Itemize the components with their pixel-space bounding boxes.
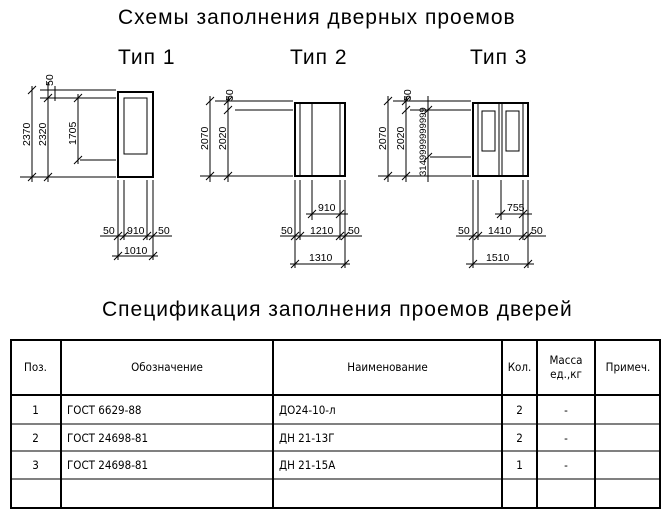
dim-type1-left: 50 [103, 225, 115, 237]
dim-type2-width: 1210 [310, 225, 334, 237]
type-2-label: Тип 2 [290, 46, 348, 69]
dim-type1-inner-h: 2320 [37, 122, 49, 146]
header-qty: Кол. [507, 360, 532, 374]
row3-note [595, 451, 661, 479]
type-1-scheme [20, 82, 172, 261]
dim-type1-top: 50 [44, 74, 56, 86]
header-note: Примеч. [605, 360, 651, 374]
dim-type3-total-w: 1510 [486, 252, 510, 264]
row2-qty: 2 [516, 430, 523, 445]
drawing-title: Схемы заполнения дверных проемов [118, 6, 516, 29]
dim-type3-width: 1410 [488, 225, 512, 237]
row1-name: ДО24-10-л [279, 402, 336, 417]
header-mass-line2: ед.,кг [550, 367, 582, 381]
row2-pos: 2 [32, 430, 39, 445]
row3-name: ДН 21-15А [279, 458, 336, 472]
row2-name: ДН 21-13Г [279, 430, 335, 445]
row1-qty: 2 [516, 402, 523, 417]
spec-title: Спецификация заполнения проемов дверей [102, 298, 573, 321]
dim-type3-right: 50 [531, 225, 543, 237]
row1-note [595, 395, 661, 424]
dim-type1-total-h: 2370 [21, 122, 33, 146]
dim-type3-top: 50 [402, 89, 414, 101]
row2-mass: - [564, 430, 568, 445]
row2-note [595, 424, 661, 451]
type-3-scheme [378, 96, 546, 269]
dim-type1-right: 50 [158, 225, 170, 237]
dim-type1-width: 910 [127, 225, 145, 237]
header-mass: Масса ед.,кг [537, 339, 595, 395]
type-1-label: Тип 1 [118, 46, 176, 69]
dim-type1-total-w: 1010 [124, 245, 148, 257]
type-2-scheme [200, 96, 362, 269]
door-schemes-drawing: 2370 2320 50 1705 50 910 50 1010 2070 20… [20, 74, 546, 269]
spec-table-grid [10, 339, 661, 509]
dim-type3-inner-h: 2020 [395, 126, 407, 150]
dim-type3-partial-h: 3149999999999 [418, 107, 429, 176]
dim-type3-total-h: 2070 [377, 126, 389, 150]
row2-designation: ГОСТ 24698-81 [67, 430, 149, 445]
dim-type2-total-w: 1310 [309, 252, 333, 264]
header-name: Наименование [347, 360, 428, 374]
dim-type2-top: 50 [224, 89, 236, 101]
spec-table: Поз. Обозначение Наименование Кол. Масса… [10, 339, 661, 509]
row1-pos: 1 [32, 402, 39, 417]
dim-type2-left: 50 [281, 225, 293, 237]
header-pos: Поз. [24, 360, 47, 374]
dim-type1-partial-h: 1705 [67, 121, 79, 145]
dim-type2-inner-h: 2020 [217, 126, 229, 150]
dim-type3-half-w: 755 [507, 202, 525, 214]
row1-mass: - [564, 402, 568, 417]
row1-designation: ГОСТ 6629-88 [67, 402, 142, 417]
row3-pos: 3 [32, 458, 39, 472]
type-3-label: Тип 3 [470, 46, 528, 69]
row3-qty: 1 [516, 458, 523, 472]
header-mass-line1: Масса [549, 353, 583, 367]
header-designation: Обозначение [131, 360, 203, 374]
row3-mass: - [564, 458, 568, 472]
dim-type2-right: 50 [348, 225, 360, 237]
dim-type2-total-h: 2070 [199, 126, 211, 150]
row3-designation: ГОСТ 24698-81 [67, 458, 149, 472]
dim-type3-left: 50 [458, 225, 470, 237]
dim-type2-half-w: 910 [318, 202, 336, 214]
